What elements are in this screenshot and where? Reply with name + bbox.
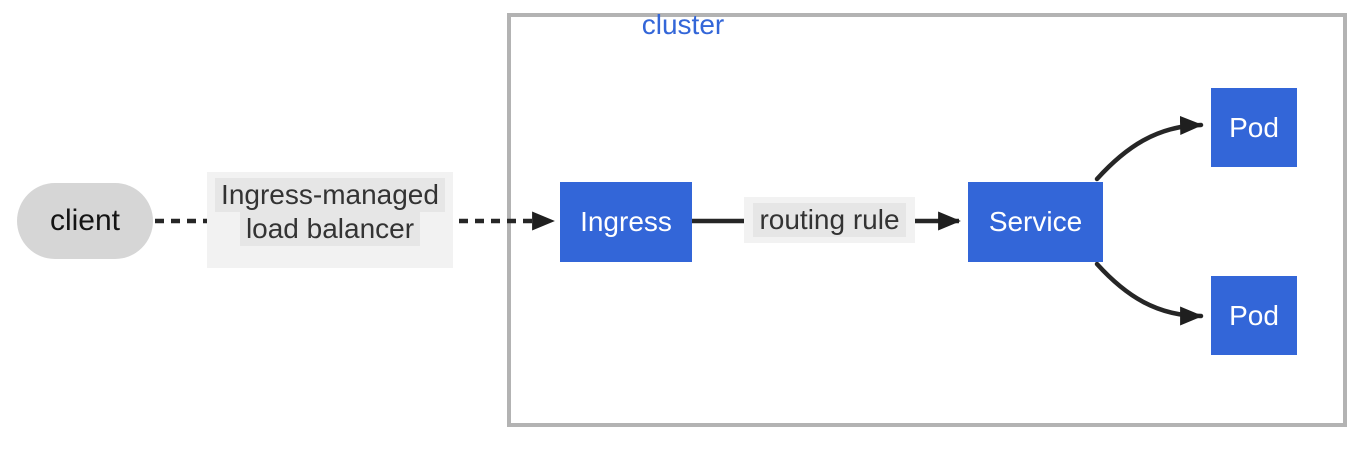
client-node: client bbox=[17, 183, 153, 259]
pod1-node: Pod bbox=[1211, 88, 1297, 167]
edge-label-load-balancer-line1: Ingress-managed bbox=[215, 178, 445, 212]
service-to-pod1-edge bbox=[1094, 115, 1204, 182]
edge-label-routing-rule-text: routing rule bbox=[753, 203, 906, 237]
ingress-node-label: Ingress bbox=[580, 206, 672, 237]
cluster-label: cluster bbox=[641, 9, 725, 40]
client-node-label: client bbox=[49, 204, 121, 237]
service-node-label: Service bbox=[988, 206, 1083, 237]
pod2-node: Pod bbox=[1211, 276, 1297, 355]
ingress-node: Ingress bbox=[560, 182, 692, 262]
edge-label-routing-rule: routing rule bbox=[744, 197, 915, 243]
pod2-node-label: Pod bbox=[1229, 299, 1279, 331]
service-node: Service bbox=[968, 182, 1103, 262]
edge-label-load-balancer-line2: load balancer bbox=[239, 212, 421, 246]
service-to-pod2-edge bbox=[1094, 261, 1204, 326]
edge-label-load-balancer: Ingress-managed load balancer bbox=[207, 172, 453, 268]
pod1-node-label: Pod bbox=[1229, 111, 1279, 143]
